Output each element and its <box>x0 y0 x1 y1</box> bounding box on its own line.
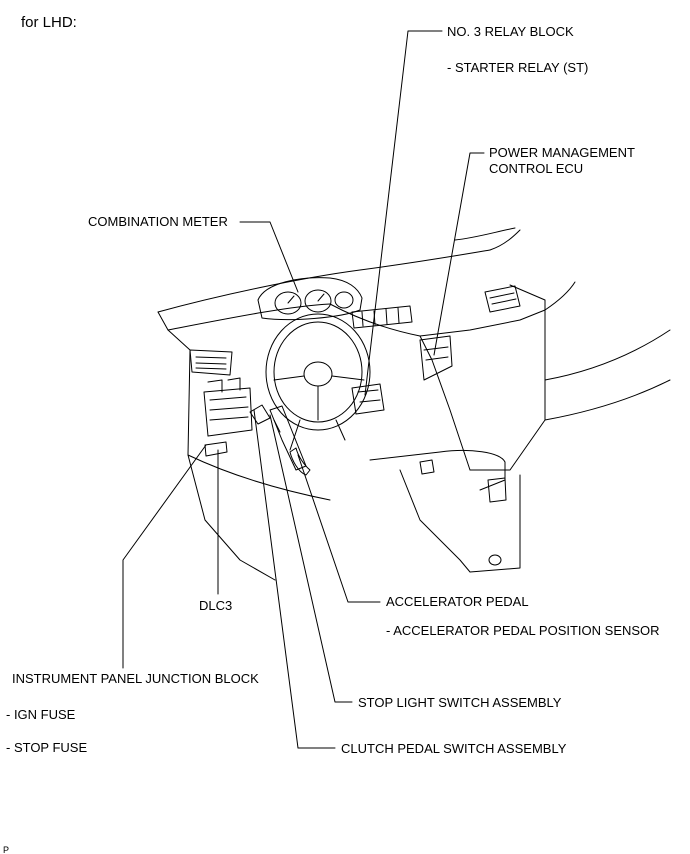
clutch-switch-label: CLUTCH PEDAL SWITCH ASSEMBLY <box>341 741 567 756</box>
dashboard-outline <box>157 227 671 581</box>
dlc3-label: DLC3 <box>199 598 233 613</box>
relay-block-label: NO. 3 RELAY BLOCK <box>447 24 574 39</box>
pm-ecu-label-line1: POWER MANAGEMENT <box>489 145 635 160</box>
starter-relay-label: - STARTER RELAY (ST) <box>447 60 589 75</box>
leader-lines <box>122 30 485 749</box>
figure-code: P <box>3 845 10 854</box>
ign-fuse-label: - IGN FUSE <box>6 707 76 722</box>
accel-sensor-label: - ACCELERATOR PEDAL POSITION SENSOR <box>386 623 660 638</box>
combination-meter-label: COMBINATION METER <box>88 214 228 229</box>
combination-meter <box>257 277 363 321</box>
junction-block <box>203 377 253 457</box>
pm-ecu-label-line2: CONTROL ECU <box>489 161 584 176</box>
relay-block-part <box>351 383 385 415</box>
stop-light-switch-label: STOP LIGHT SWITCH ASSEMBLY <box>358 695 562 710</box>
ecu-part <box>419 335 453 381</box>
stop-fuse-label: - STOP FUSE <box>6 740 88 755</box>
page-heading: for LHD: <box>21 14 77 31</box>
ip-junction-block-label: INSTRUMENT PANEL JUNCTION BLOCK <box>12 671 259 686</box>
air-vents <box>189 285 521 376</box>
accelerator-pedal-label: ACCELERATOR PEDAL <box>386 594 529 609</box>
steering-wheel <box>265 313 371 451</box>
center-console <box>369 449 521 573</box>
